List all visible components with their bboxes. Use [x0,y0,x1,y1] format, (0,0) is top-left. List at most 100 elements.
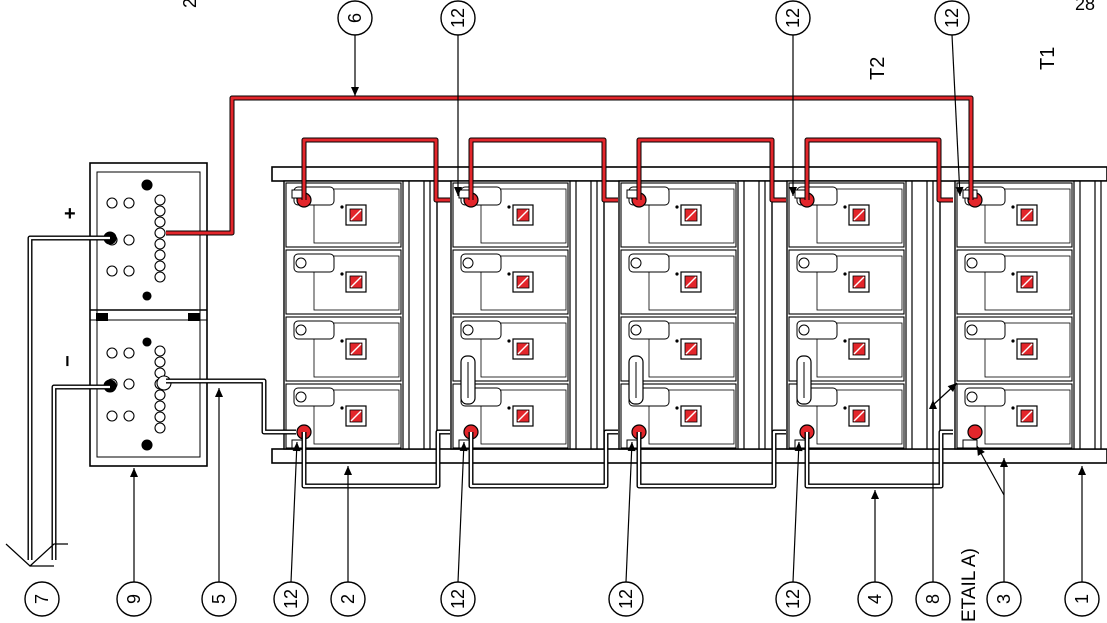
cell-label-dot [675,339,679,343]
leader-arrowhead [454,187,462,196]
cell-case [984,255,1071,311]
battery-cell [452,249,569,315]
field-cable-end [5,543,68,567]
series-jumper-bottom-core [302,430,450,488]
cell-body [285,249,402,315]
terminal-hole [123,378,135,390]
cell-label-dot [1011,272,1015,276]
cell-case [648,389,735,445]
cell-label-slash [517,343,529,355]
callout-number: 6 [345,13,365,23]
cell-label-slash [853,343,865,355]
callout-bottom: 5 [201,581,237,617]
breaker-box: + − [57,162,208,467]
terminal-hole [123,265,135,277]
terminal-hole [106,347,118,359]
upper-rail [271,166,1107,182]
callout-bottom: 2 [330,581,366,617]
cell-label-dot [843,339,847,343]
cell-case [648,188,735,244]
cell-label-dot [1011,205,1015,209]
callout-number: 5 [209,594,229,604]
cell-label-slash [1021,276,1033,288]
negative-terminal-lug [962,439,978,449]
battery-cell [956,249,1073,315]
cell-case [480,188,567,244]
battery-cell [285,249,402,315]
terminal-hole [154,260,166,272]
main-positive-cable [166,96,973,235]
cell-label-dot [340,406,344,410]
callout-bottom: 9 [116,581,152,617]
cell-label-dot [340,339,344,343]
cell-label-dot [507,272,511,276]
series-jumper-top [805,138,953,202]
cell-case [984,389,1071,445]
callout-number: 12 [783,589,803,609]
leader-arrowhead [794,442,803,452]
field-cable-negative-core [52,385,110,560]
leader-line [951,34,961,197]
cell-case [480,389,567,445]
callout-bottom: 3 [986,581,1022,617]
series-jumper-top [302,138,450,202]
callout-bottom: 7 [24,581,60,617]
callout-circle [24,581,60,617]
negative-terminal [962,424,983,449]
callout-number: 4 [865,594,885,604]
callout-bottom: 8 [915,581,951,617]
strap-bolt [798,257,810,269]
cell-case [816,389,903,445]
terminal-hole [154,271,166,283]
cell-case [313,389,400,445]
callout-top: 12 [440,0,476,36]
bus-clamp [96,313,108,321]
detail-a-note: ETAIL A) [959,548,980,622]
battery-tray [786,180,941,450]
callout-number: 12 [942,8,962,28]
strap-bolt [798,324,810,336]
leader-arrowhead [1000,458,1008,467]
rack-rails [271,166,1107,464]
callout-top: 12 [934,0,970,36]
terminal-hole [154,249,166,261]
bus-clamp [188,313,200,321]
battery-cell [788,249,905,315]
breaker-terminal-holes [96,179,200,451]
series-jumper-top [637,138,786,202]
battery-cell [620,316,737,382]
cell-label-slash [350,276,362,288]
leader-arrowhead [292,442,301,452]
cell-label-slash [350,343,362,355]
terminal-hole [154,389,166,401]
callout-number: 12 [448,8,468,28]
callout-number: 1 [1072,594,1092,604]
leader-line [625,441,633,583]
cell-label-slash [350,209,362,221]
callout-bottom: 12 [440,581,476,617]
terminal-hole [141,439,153,451]
cell-label-slash [853,209,865,221]
terminal-hole [123,197,135,209]
cell-label-slash [1021,410,1033,422]
strap-bolt [295,324,307,336]
terminal-hole [142,291,152,301]
cell-case [984,188,1071,244]
terminal-hole [154,194,166,206]
cell-label-slash [853,410,865,422]
leader-arrowhead [955,186,964,196]
leader-arrowhead [1078,466,1086,475]
terminal-hole [141,179,153,191]
callout-bottom: 12 [775,581,811,617]
callout-number: 12 [783,8,803,28]
battery-tray [954,180,1107,450]
cell-case [816,322,903,378]
leader-arrowhead [130,468,138,477]
cell-label-slash [350,410,362,422]
cell-case [816,255,903,311]
terminal-hole [154,227,166,239]
cell-case [816,188,903,244]
cell-label-slash [1021,343,1033,355]
edge-text-right: 28 [1075,0,1095,14]
